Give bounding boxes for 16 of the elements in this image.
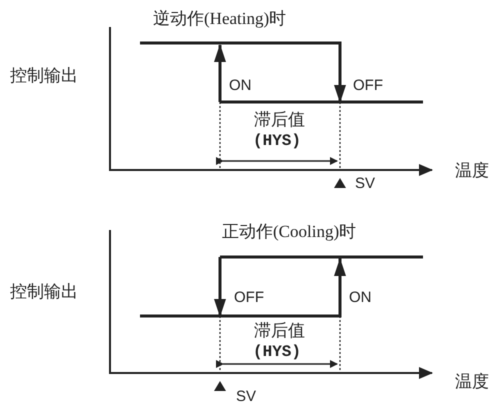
axis-label: 滞后值	[254, 323, 305, 340]
state-label: SV	[355, 176, 376, 191]
axis-label: 控制输出	[10, 68, 78, 85]
state-label: ON	[349, 290, 372, 305]
axis-label: 控制输出	[10, 284, 78, 301]
parameter-label: (HYS)	[253, 344, 302, 360]
chart-title: 逆动作(Heating)时	[153, 10, 286, 27]
state-label: SV	[236, 389, 256, 404]
axis-label: 温度	[455, 163, 489, 180]
state-label: OFF	[353, 78, 383, 93]
axis-label: 滞后值	[254, 112, 305, 129]
parameter-label: (HYS)	[253, 133, 302, 149]
state-label: ON	[229, 78, 252, 93]
chart-title: 正动作(Cooling)时	[222, 223, 356, 240]
axis-label: 温度	[455, 374, 489, 391]
state-label: OFF	[234, 290, 264, 305]
